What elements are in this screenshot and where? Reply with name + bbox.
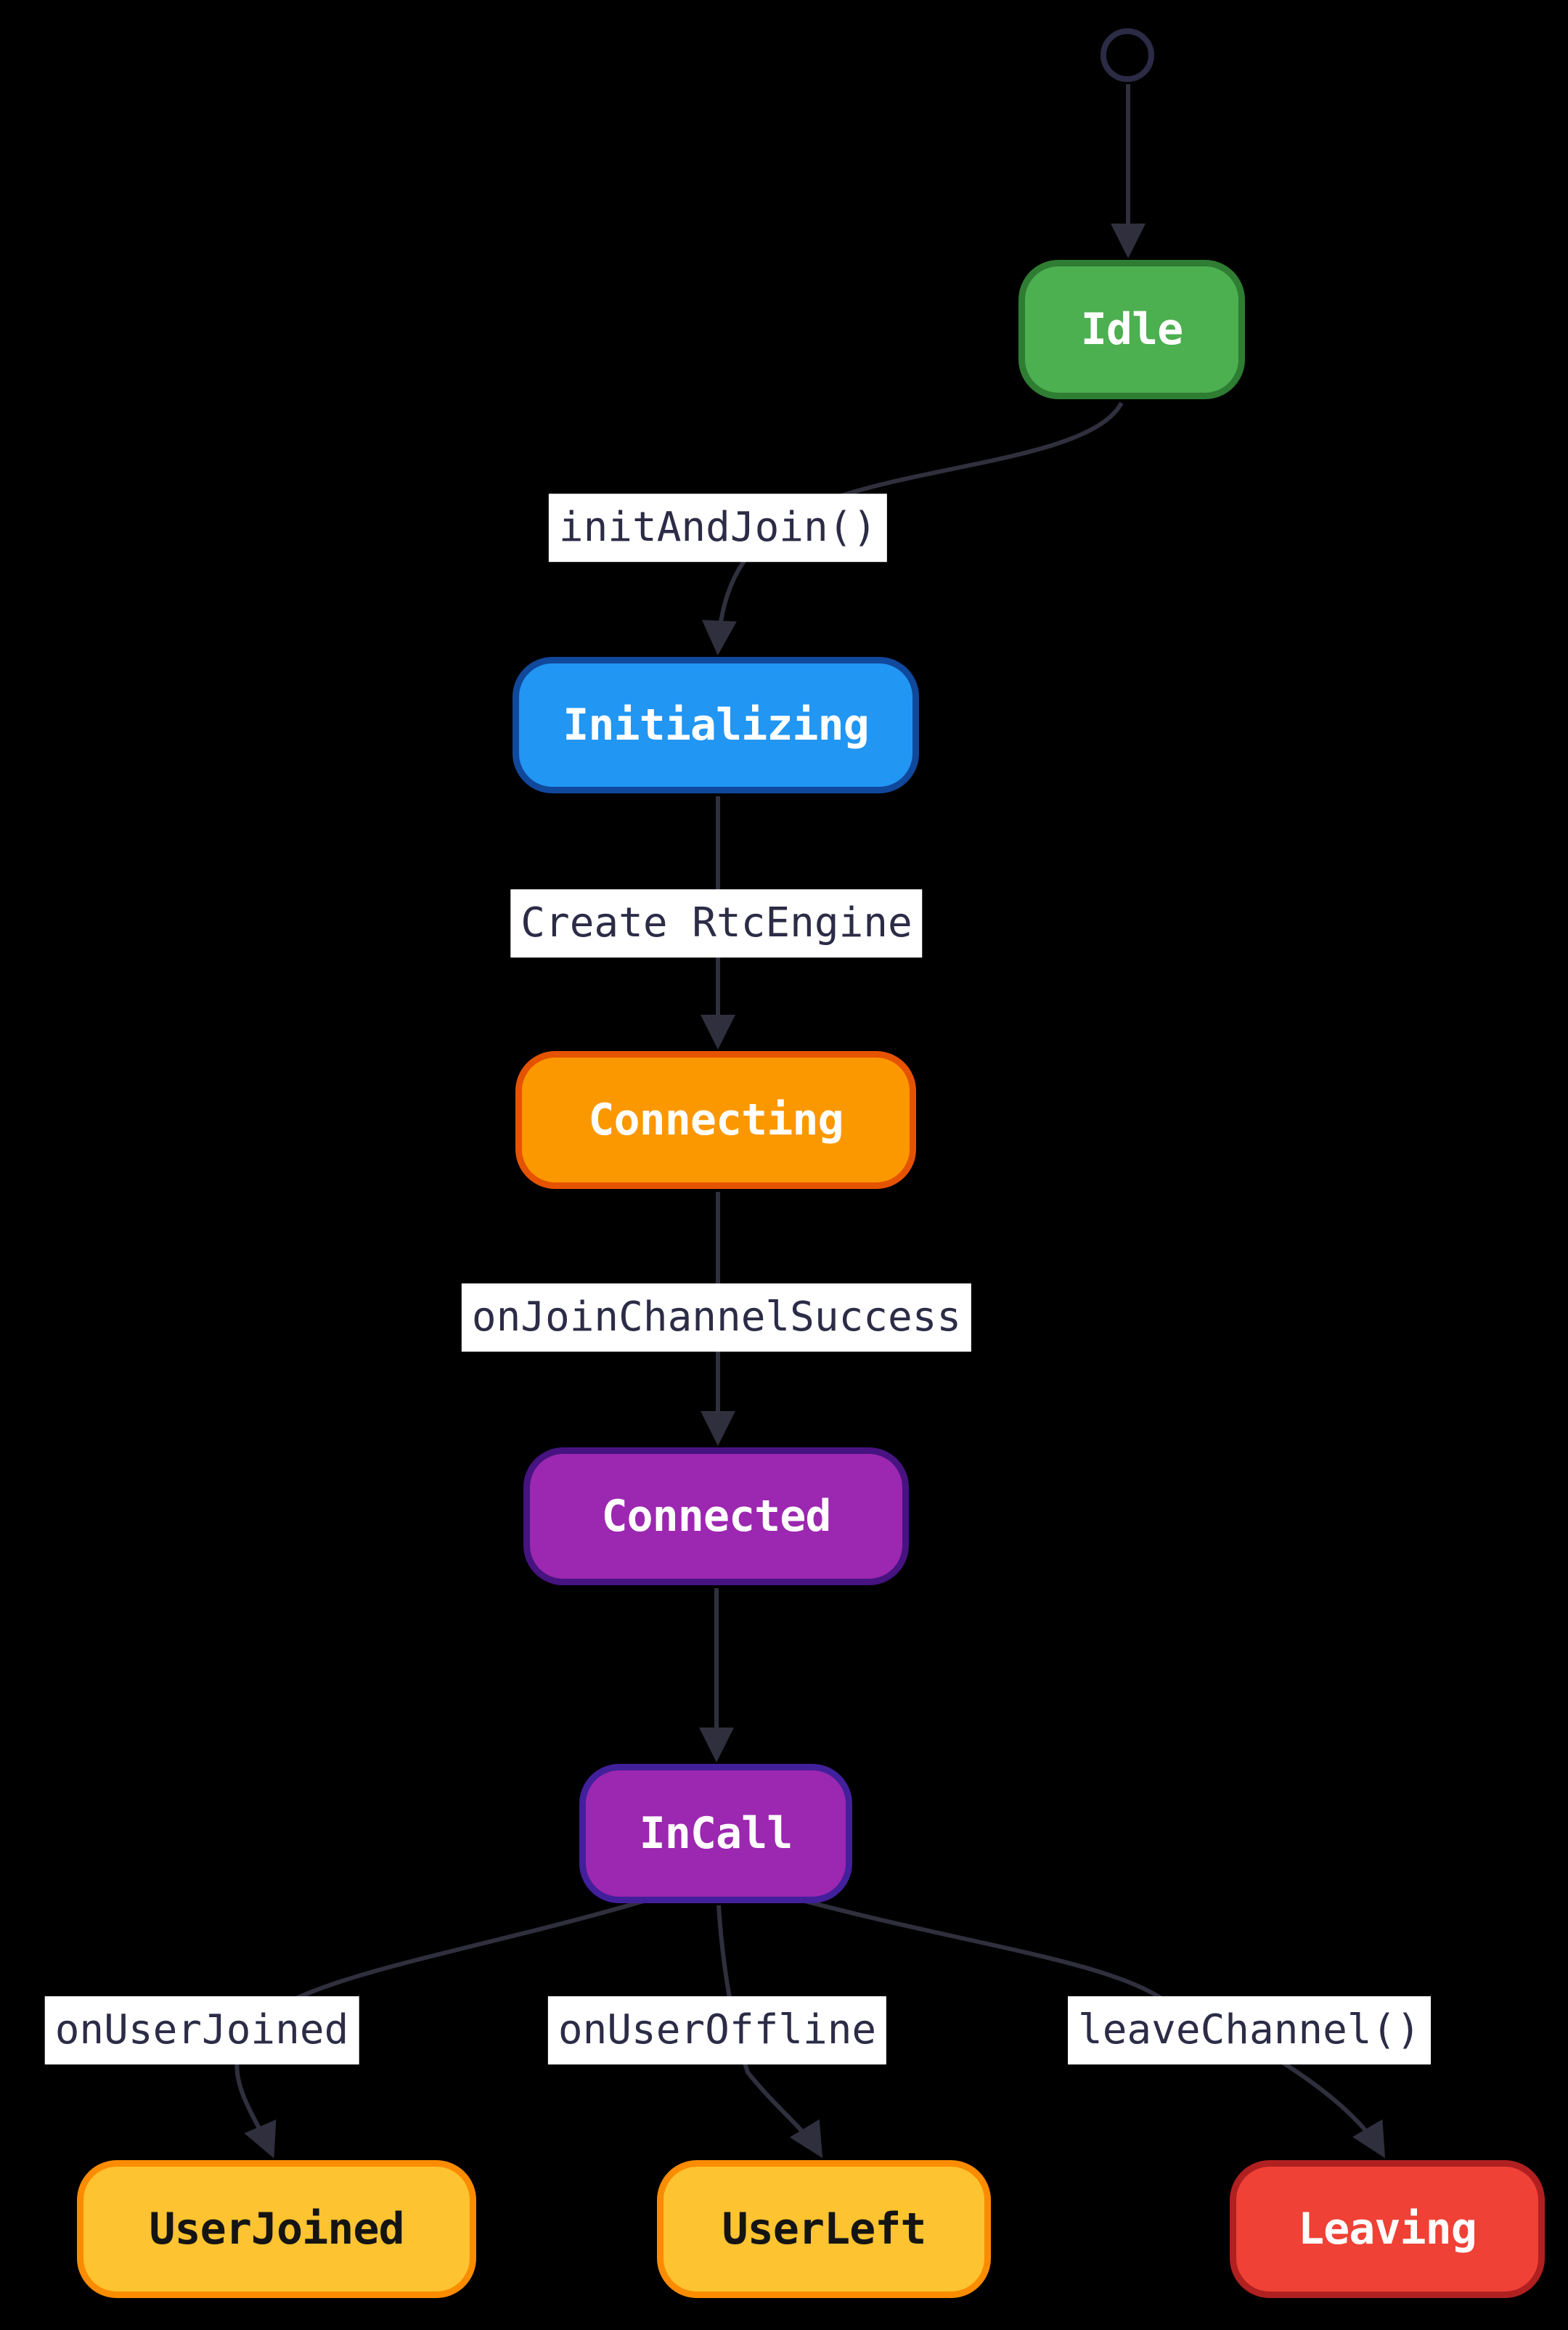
state-incall-label: InCall	[639, 1808, 793, 1859]
state-initializing-label: Initializing	[563, 700, 869, 751]
state-userleft: UserLeft	[657, 2160, 991, 2298]
transition-label-onuserjoined: onUserJoined	[44, 1996, 359, 2064]
state-incall: InCall	[579, 1764, 852, 1903]
state-connecting-label: Connecting	[588, 1095, 844, 1145]
state-idle: Idle	[1018, 260, 1245, 399]
state-leaving-label: Leaving	[1298, 2204, 1477, 2255]
state-userjoined: UserJoined	[77, 2160, 476, 2298]
state-userjoined-label: UserJoined	[149, 2204, 404, 2255]
transition-label-leavechannel: leaveChannel()	[1067, 1996, 1432, 2064]
transition-label-create-rtcengine: Create RtcEngine	[510, 889, 923, 957]
state-idle-label: Idle	[1080, 304, 1183, 355]
transition-label-initandjoin: initAndJoin()	[548, 494, 888, 562]
transition-label-onjoinchannelsuccess: onJoinChannelSuccess	[461, 1283, 972, 1352]
state-leaving: Leaving	[1230, 2160, 1545, 2298]
edge-incall-to-userleft	[716, 1905, 823, 2159]
state-connected: Connected	[523, 1447, 909, 1585]
initial-state-icon	[1101, 28, 1154, 82]
state-initializing: Initializing	[513, 657, 919, 793]
transition-label-onuseroffline: onUserOffline	[547, 1996, 887, 2064]
state-userleft-label: UserLeft	[722, 2204, 927, 2255]
state-connecting: Connecting	[515, 1051, 916, 1189]
state-connected-label: Connected	[601, 1491, 831, 1542]
